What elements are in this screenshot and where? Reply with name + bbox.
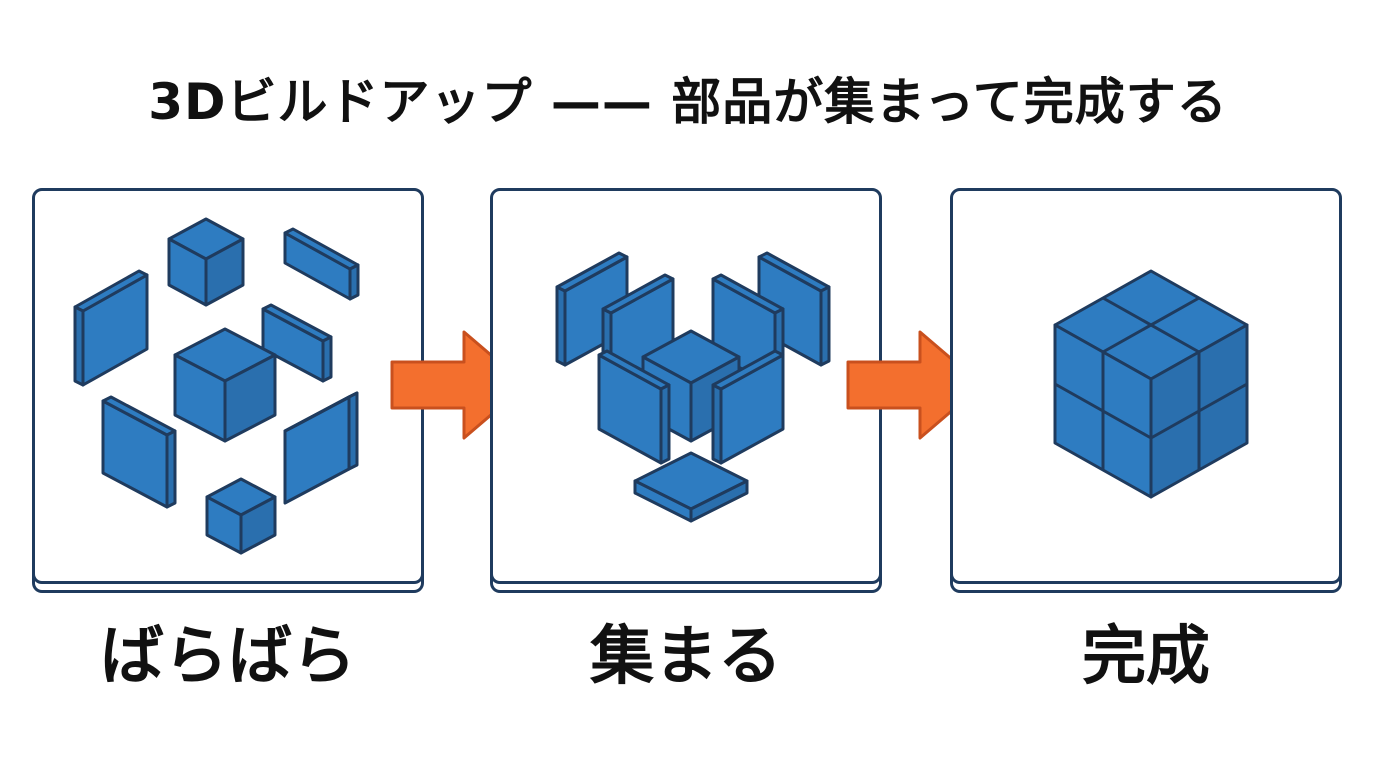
- panel-complete: [950, 188, 1342, 584]
- caption-scattered: ばらばら: [100, 620, 356, 694]
- caption-complete: 完成: [1082, 620, 1210, 694]
- page-title: 3Dビルドアップ —— 部品が集まって完成する: [148, 73, 1228, 131]
- scattered-parts-icon: [73, 217, 360, 555]
- caption-assembling: 集まる: [590, 620, 782, 694]
- panel-scattered: [32, 188, 424, 584]
- panel-assembling: [490, 188, 882, 584]
- cube-icon: [1053, 269, 1249, 499]
- assembling-parts-icon: [555, 251, 831, 523]
